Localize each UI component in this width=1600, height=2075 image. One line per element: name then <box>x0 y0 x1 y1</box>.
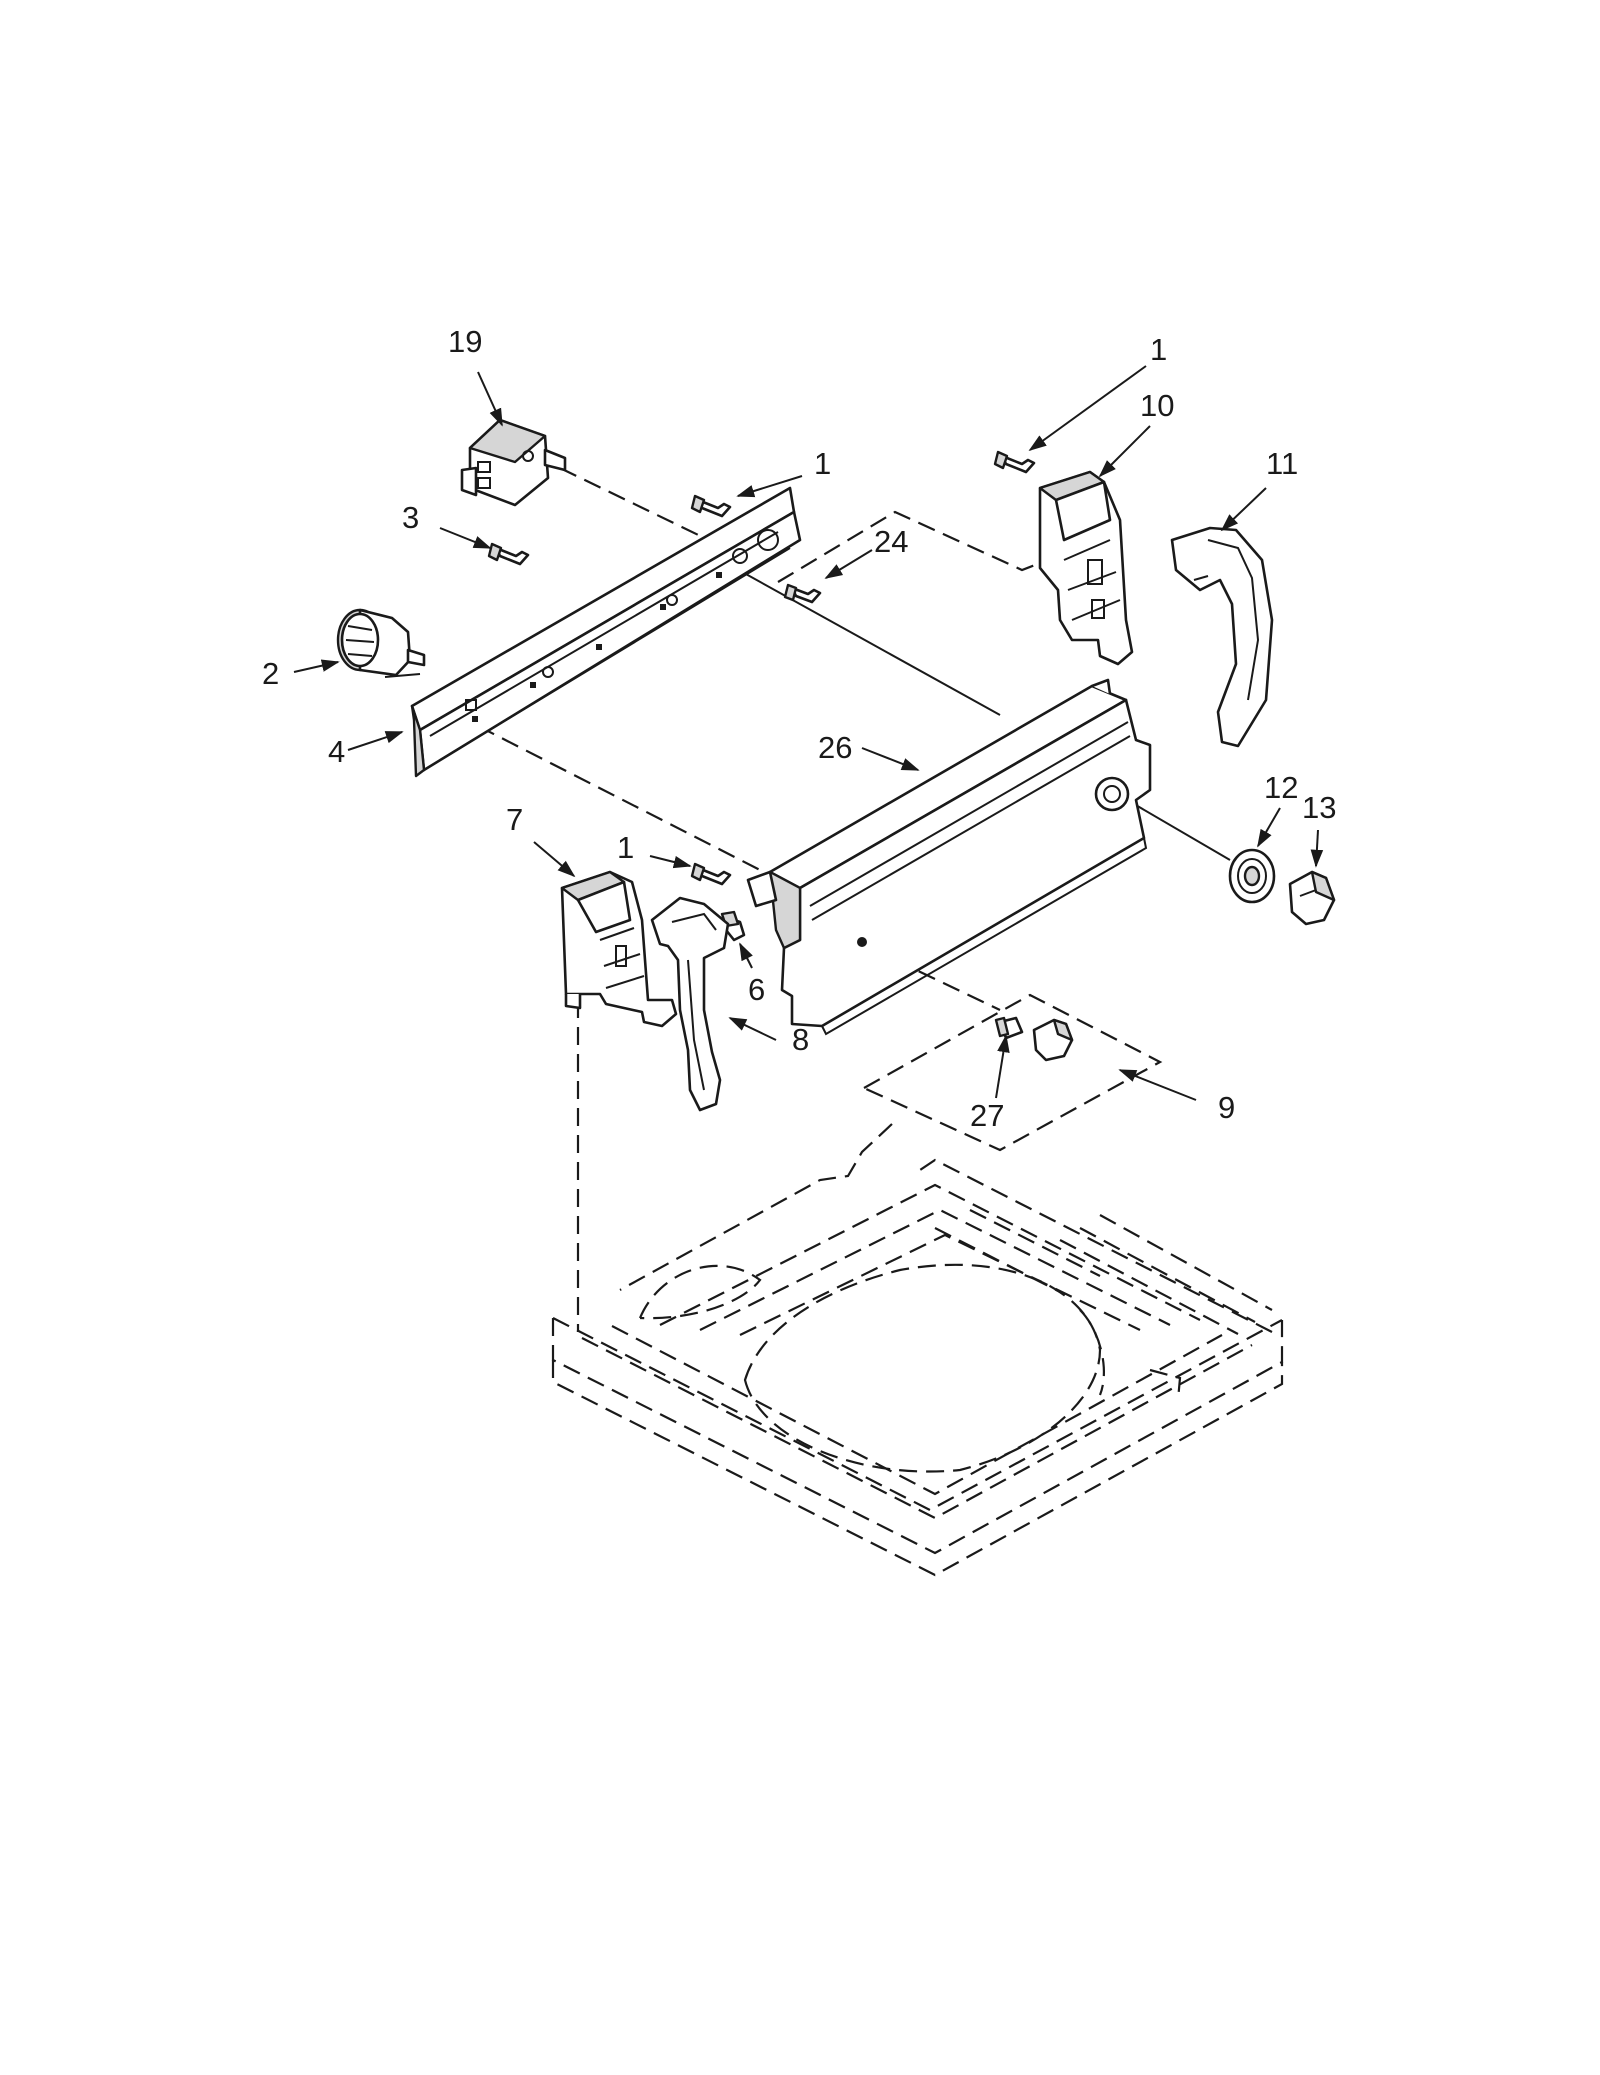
callout-24: 24 <box>874 524 908 559</box>
callout-26: 26 <box>818 730 852 765</box>
callout-13: 13 <box>1302 790 1336 825</box>
callout-7: 7 <box>506 802 523 837</box>
callout-labels: 19 1 1 1 10 11 3 24 2 4 26 12 13 7 6 8 2… <box>262 324 1336 1133</box>
part-10-right-bracket <box>1038 470 1134 666</box>
part-7-left-bracket <box>560 870 678 1028</box>
part-1-screw-top <box>690 494 732 518</box>
callout-27: 27 <box>970 1098 1004 1133</box>
part-13-knob <box>1288 870 1336 926</box>
callout-9: 9 <box>1218 1090 1235 1125</box>
hidden-lines <box>477 467 1284 1577</box>
callout-10: 10 <box>1140 388 1174 423</box>
part-1-screw-right <box>993 450 1036 474</box>
part-4-console-bracket <box>410 486 802 778</box>
part-26-console-panel <box>746 678 1152 1036</box>
callout-12: 12 <box>1264 770 1298 805</box>
part-24-screw <box>783 583 822 604</box>
part-19-timer <box>460 418 567 507</box>
callout-3: 3 <box>402 500 419 535</box>
callout-6: 6 <box>748 972 765 1007</box>
plate-knob <box>1032 1018 1074 1062</box>
part-2-switch <box>336 608 426 677</box>
callout-4: 4 <box>328 734 345 769</box>
part-27-fastener <box>994 1016 1024 1040</box>
callout-8: 8 <box>792 1022 809 1057</box>
callout-1-top: 1 <box>814 446 831 481</box>
part-11-right-endcap <box>1170 526 1274 748</box>
part-12-knob-skirt <box>1228 848 1276 904</box>
callout-19: 19 <box>448 324 482 359</box>
callout-1-right: 1 <box>1150 332 1167 367</box>
callout-1-lower: 1 <box>617 830 634 865</box>
callout-11: 11 <box>1266 446 1298 481</box>
leader-arrows <box>293 365 1324 1101</box>
part-1-screw-lower <box>690 862 732 886</box>
callout-2: 2 <box>262 656 279 691</box>
part-8-left-endcap <box>650 896 730 1112</box>
part-3-screw <box>487 542 530 566</box>
